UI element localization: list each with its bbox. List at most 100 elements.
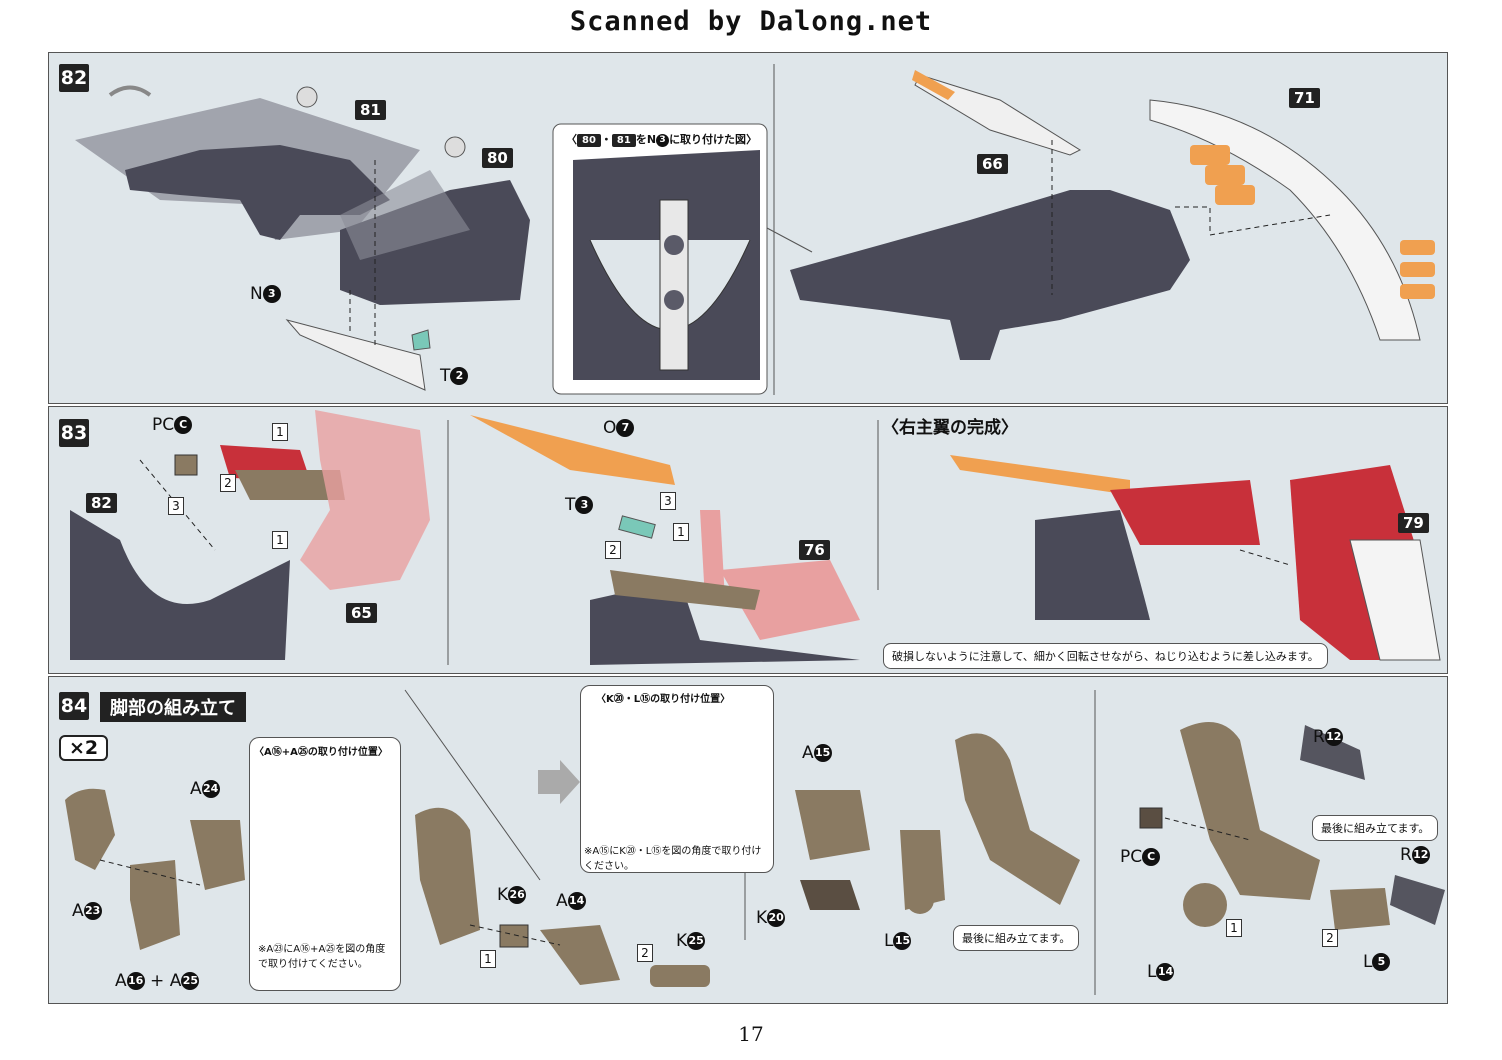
step-84-box-2b: 2: [1322, 929, 1338, 947]
part-66-tag: 66: [977, 154, 1008, 174]
part-a15-letter: A: [802, 743, 814, 763]
step-box-3: 3: [168, 497, 184, 515]
detail-k20-l15-note: ※A⑮にK⑳・L⑮を図の角度で取り付けください。: [584, 846, 762, 872]
step-box-2: 2: [220, 474, 236, 492]
part-a24-label: A24: [190, 779, 220, 799]
part-n3-number: 3: [262, 285, 281, 303]
part-l15-letter: L: [884, 931, 894, 951]
part-a24-letter: A: [190, 779, 202, 799]
part-a25-letter: A: [169, 971, 182, 991]
part-k25-letter: K: [676, 931, 688, 951]
part-k26-letter: K: [497, 885, 509, 905]
plus-sign: +: [150, 971, 165, 991]
part-80-tag: 80: [482, 148, 513, 168]
detail-k20-l15-title: 〈K⑳・L⑮の取り付け位置〉: [596, 694, 731, 705]
quantity-multiplier: ×2: [59, 735, 109, 761]
scan-watermark-header: Scanned by Dalong.net: [569, 6, 933, 37]
completion-title: 〈右主翼の完成〉: [882, 418, 1018, 438]
part-a16-number: 16: [126, 972, 145, 990]
part-a14-letter: A: [556, 891, 568, 911]
part-82-tag: 82: [86, 493, 117, 513]
step-84-box-1: 1: [480, 950, 496, 968]
part-76-tag: 76: [799, 540, 830, 560]
callout-assemble-last-2: 最後に組み立てます。: [1312, 815, 1439, 841]
detail-82-tail: に取り付けた図: [669, 133, 747, 146]
detail-82-num: 3: [656, 133, 670, 147]
part-l14-letter: L: [1147, 962, 1157, 982]
part-pc-c-84: C: [1142, 848, 1161, 866]
part-a23-letter: A: [72, 901, 84, 921]
detail-82-part-b: 81: [611, 134, 636, 147]
part-k20-number: 20: [767, 909, 786, 927]
part-71-tag: 71: [1289, 88, 1320, 108]
part-n3-letter: N: [250, 284, 263, 304]
detail-a16-a25-note: ※A㉓にA⑯+A㉕を図の角度で取り付けてください。: [258, 944, 386, 970]
part-r12-bottom-letter: R: [1400, 845, 1412, 865]
part-t2-letter: T: [440, 366, 451, 386]
part-l5-number: 5: [1372, 953, 1391, 971]
part-a25-number: 25: [181, 972, 200, 990]
part-t3-number: 3: [575, 496, 594, 514]
part-t3-letter: T: [565, 495, 576, 515]
part-l15-number: 15: [893, 932, 912, 950]
part-a16-a25-label: A16 + A25: [115, 971, 200, 991]
part-a15-number: 15: [813, 744, 832, 762]
part-k26-label: K26: [497, 885, 527, 905]
part-r12-bottom-number: 12: [1411, 846, 1430, 864]
detail-k20-l15: [580, 685, 774, 873]
step-83-number: 83: [59, 419, 89, 447]
step-box-1c: 1: [673, 523, 689, 541]
detail-a16-a25: [249, 737, 401, 991]
step-box-3b: 3: [660, 492, 676, 510]
part-o7-letter: O: [603, 418, 617, 438]
part-r12-top-label: R12: [1313, 727, 1343, 747]
part-pc-letter: PC: [152, 415, 175, 435]
step-box-1: 1: [272, 423, 288, 441]
part-65-tag: 65: [346, 603, 377, 623]
part-o7-number: 7: [616, 419, 635, 437]
part-a14-label: A14: [556, 891, 586, 911]
step-box-1b: 1: [272, 531, 288, 549]
step-84-box-1b: 1: [1226, 919, 1242, 937]
part-l5-letter: L: [1363, 952, 1373, 972]
part-k25-number: 25: [687, 932, 706, 950]
part-r12-top-number: 12: [1324, 728, 1343, 746]
detail-82-text: をN: [635, 133, 657, 146]
step-82-number: 82: [59, 64, 89, 92]
part-a15-label: A15: [802, 743, 832, 763]
step-84-title: 脚部の組み立て: [100, 692, 246, 722]
part-pc-letter-84: PC: [1120, 847, 1143, 867]
page-number: 17: [738, 1022, 764, 1046]
part-a16-letter: A: [115, 971, 127, 991]
part-k20-letter: K: [756, 908, 768, 928]
step-84-number: 84: [59, 692, 89, 720]
part-t2-number: 2: [450, 367, 469, 385]
insertion-note: 破損しないように注意して、細かく回転させながら、ねじり込むように差し込みます。: [883, 643, 1328, 669]
part-79-tag: 79: [1398, 513, 1429, 533]
part-a23-label: A23: [72, 901, 102, 921]
part-r12-bottom-label: R12: [1400, 845, 1430, 865]
part-a24-number: 24: [201, 780, 220, 798]
part-l14-number: 14: [1156, 963, 1175, 981]
part-l15-label: L15: [884, 931, 912, 951]
part-k25-label: K25: [676, 931, 706, 951]
part-r12-top-letter: R: [1313, 727, 1325, 747]
part-k26-number: 26: [508, 886, 527, 904]
part-k20-label: K20: [756, 908, 786, 928]
part-a14-number: 14: [567, 892, 586, 910]
detail-82-part-a: 80: [577, 134, 601, 147]
part-81-tag: 81: [355, 100, 386, 120]
part-pc-c: C: [174, 416, 193, 434]
part-l14-label: L14: [1147, 962, 1175, 982]
part-a23-number: 23: [83, 902, 102, 920]
callout-assemble-last-1: 最後に組み立てます。: [953, 925, 1080, 951]
step-box-2b: 2: [605, 541, 621, 559]
